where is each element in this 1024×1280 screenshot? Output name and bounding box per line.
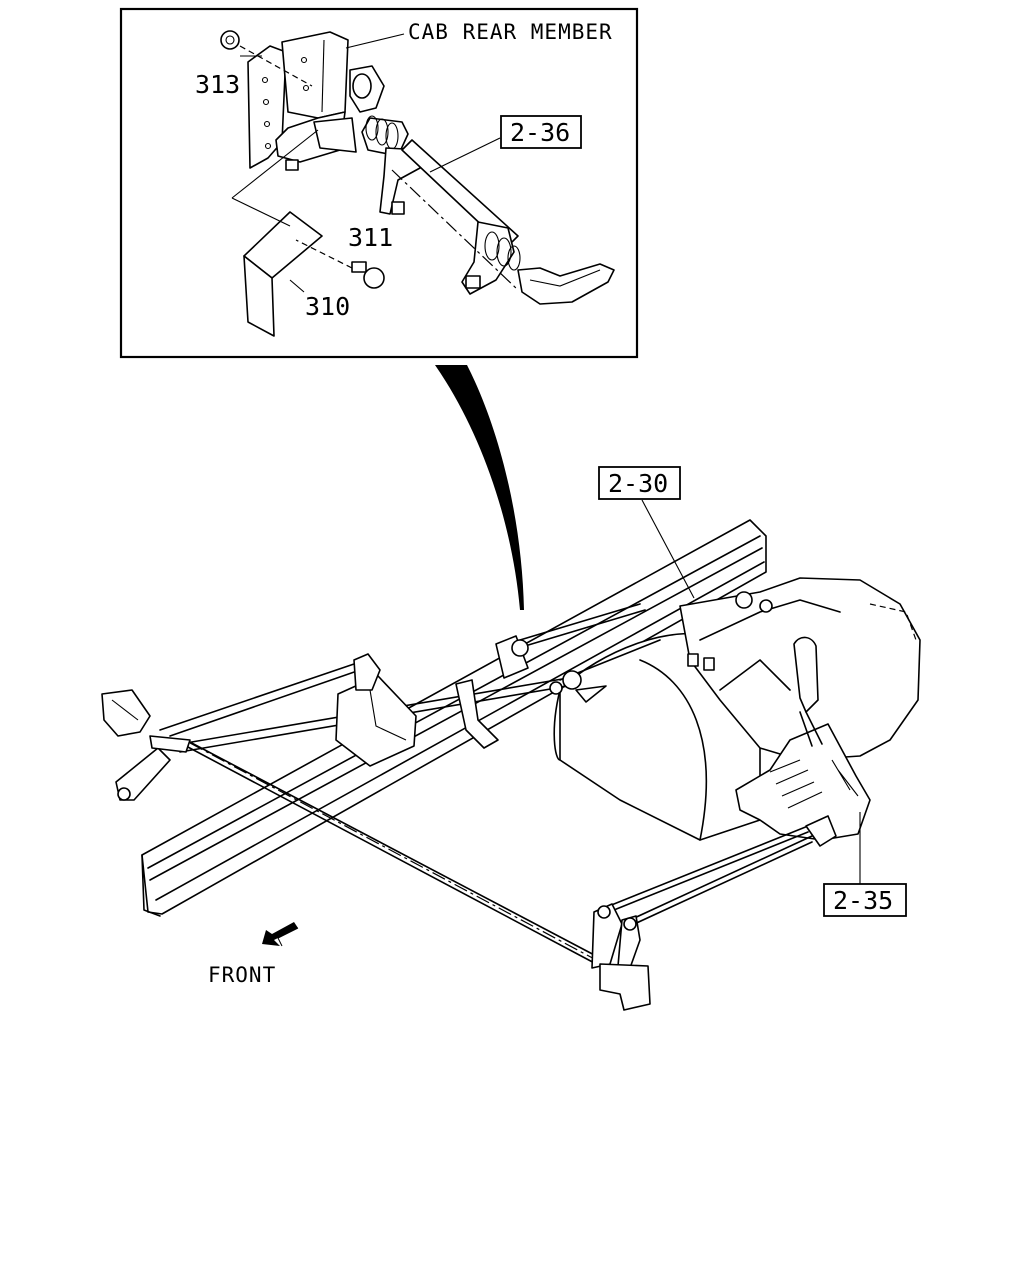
left-end-linkage xyxy=(101,689,191,801)
center-bracket xyxy=(335,635,607,767)
shift-lever xyxy=(735,636,871,841)
ref-2-36[interactable]: 2-36 xyxy=(510,118,570,147)
bolt xyxy=(295,239,385,289)
frame-rail xyxy=(141,519,767,917)
part-311-label[interactable]: 311 xyxy=(348,223,393,252)
part-310-label[interactable]: 310 xyxy=(305,292,350,321)
lower-bellcrank xyxy=(591,815,837,1011)
front-label: FRONT xyxy=(208,963,276,987)
shift-rod-assembly xyxy=(313,65,615,305)
ref-box-2-36 xyxy=(500,115,582,149)
ref-box-2-30 xyxy=(598,466,681,500)
main-assembly: 2-30 2-35 FRONT xyxy=(101,466,921,1011)
inset-detail: CAB REAR MEMBER 2-36 313 311 310 xyxy=(119,7,639,359)
nut xyxy=(220,30,313,87)
ref-2-35[interactable]: 2-35 xyxy=(833,886,893,915)
detail-callout-pointer xyxy=(435,365,524,610)
ref-box-2-35 xyxy=(823,883,907,917)
part-313-label[interactable]: 313 xyxy=(195,70,240,99)
ref-2-30[interactable]: 2-30 xyxy=(608,469,668,498)
cab-rear-member-label: CAB REAR MEMBER xyxy=(408,20,613,44)
arrow-down-left-icon xyxy=(262,922,299,947)
guard-plate xyxy=(231,129,323,337)
